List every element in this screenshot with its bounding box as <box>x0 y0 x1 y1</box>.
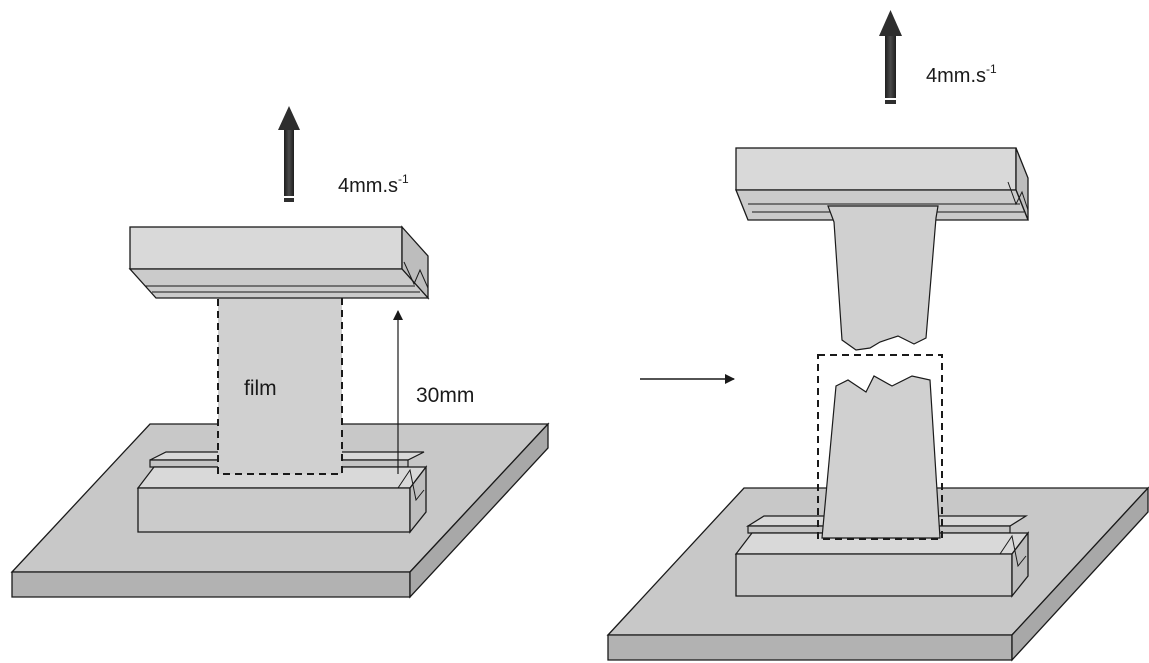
right-pull-arrow-icon <box>879 10 902 104</box>
right-speed-label: 4mm.s-1 <box>926 62 997 87</box>
right-upper-fragment <box>827 205 939 351</box>
right-bottom-grip <box>734 515 1030 598</box>
left-pull-arrow-icon <box>278 106 300 202</box>
gauge-length-label: 30mm <box>416 384 474 407</box>
right-top-grip <box>735 147 1029 221</box>
left-top-grip <box>128 225 430 300</box>
left-speed-label: 4mm.s-1 <box>338 172 409 197</box>
film-label: film <box>244 377 277 400</box>
right-lower-fragment <box>821 375 941 539</box>
right-original-outline <box>817 354 943 540</box>
left-setup: 4mm.s-1 film 30mm <box>10 106 550 599</box>
right-setup: 4mm.s-1 <box>606 10 1149 662</box>
left-film <box>217 289 343 475</box>
